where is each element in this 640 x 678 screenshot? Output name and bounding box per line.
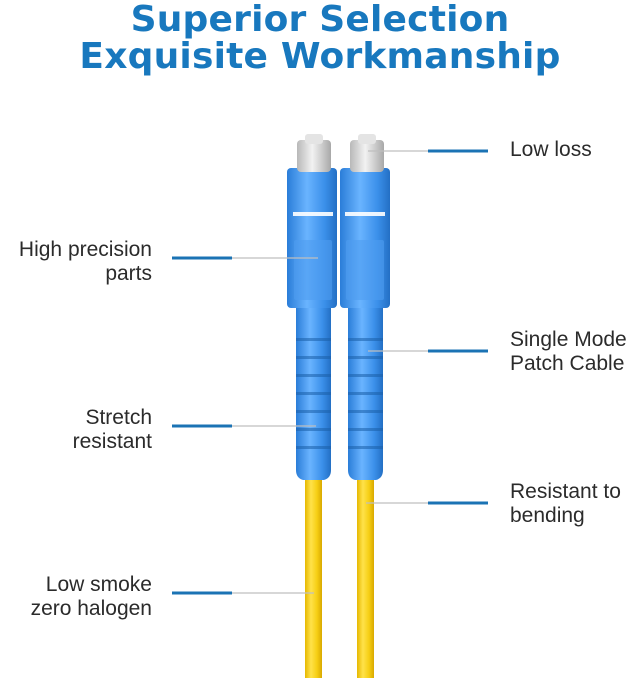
left-connector: [287, 168, 337, 308]
callout-high-precision-line-2: parts: [105, 262, 152, 285]
left-boot: [296, 305, 331, 480]
callout-bending-line-2: bending: [510, 504, 585, 527]
callout-high-precision: High precision parts: [19, 238, 152, 286]
callout-single-mode-line-1: Single Mode: [510, 328, 627, 351]
callout-smoke: Low smoke zero halogen: [31, 573, 152, 621]
callout-low-loss: Low loss: [510, 138, 592, 162]
callout-single-mode-line-2: Patch Cable: [510, 352, 625, 375]
callout-stretch: Stretch resistant: [73, 406, 152, 454]
callout-bending: Resistant to bending: [510, 480, 621, 528]
callout-stretch-line-2: resistant: [72, 430, 152, 453]
callout-smoke-line-2: zero halogen: [30, 597, 152, 620]
callout-bending-line-1: Resistant to: [510, 480, 621, 503]
callout-low-loss-text: Low loss: [510, 138, 592, 161]
left-ferrule: [297, 134, 331, 172]
right-ferrule: [350, 134, 384, 172]
right-boot: [348, 305, 383, 480]
right-connector: [340, 168, 390, 308]
right-cable: [357, 440, 374, 678]
callout-stretch-line-1: Stretch: [85, 406, 152, 429]
callout-smoke-line-1: Low smoke: [45, 573, 152, 596]
headline-line-2: Exquisite Workmanship: [79, 36, 561, 77]
headline-line-1: Superior Selection: [130, 0, 510, 40]
left-cable: [305, 440, 322, 678]
callout-high-precision-line-1: High precision: [18, 238, 152, 261]
callout-single-mode: Single Mode Patch Cable: [510, 328, 627, 376]
